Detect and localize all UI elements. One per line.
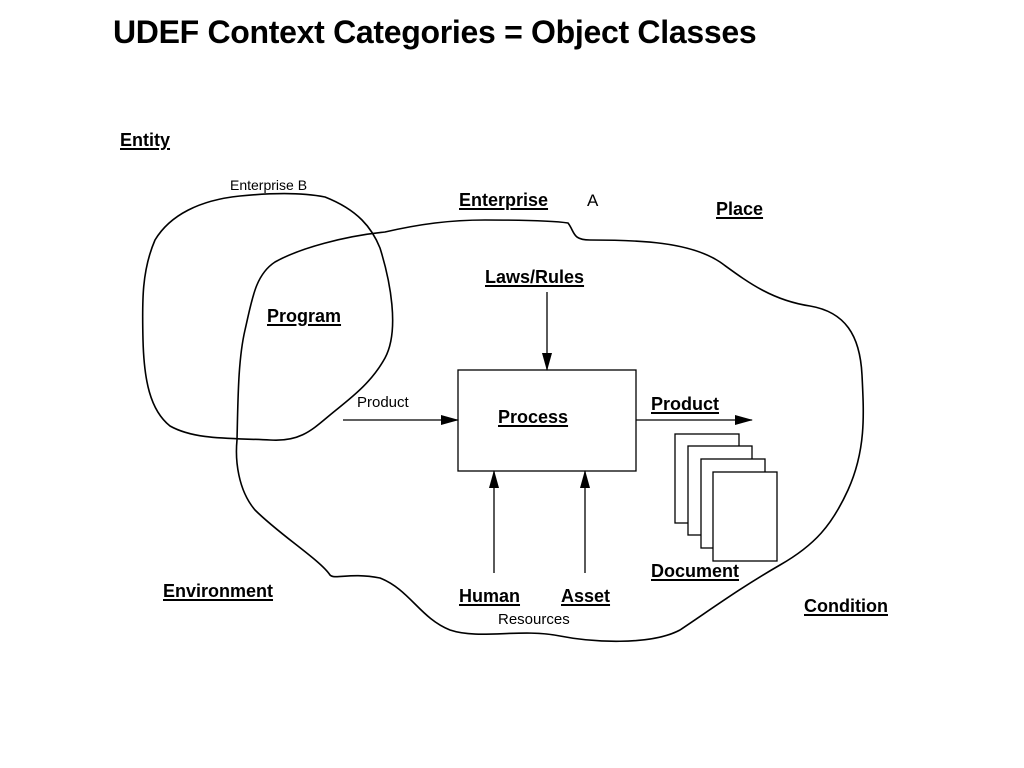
enterprise-b-label: Enterprise B	[230, 177, 308, 193]
place-label: Place	[716, 199, 764, 219]
program-label: Program	[267, 306, 342, 326]
document-stack-icon	[674, 433, 778, 562]
process-label: Process	[498, 407, 569, 427]
resources-label: Resources	[498, 611, 570, 628]
enterprise-label: Enterprise	[459, 190, 549, 210]
enterprise-a-suffix: A	[587, 191, 599, 210]
condition-label: Condition	[804, 596, 888, 616]
environment-label: Environment	[163, 581, 274, 601]
human-label: Human	[459, 586, 521, 606]
entity-label: Entity	[120, 130, 171, 150]
process-box	[457, 369, 637, 472]
product-output-label: Product	[651, 394, 720, 414]
asset-label: Asset	[561, 586, 611, 606]
product-input-label: Product	[357, 394, 409, 411]
enterprise-b-boundary	[141, 192, 394, 441]
enterprise-a-boundary	[235, 219, 865, 643]
document-label: Document	[651, 561, 740, 581]
laws-rules-label: Laws/Rules	[485, 267, 585, 287]
slide-title: UDEF Context Categories = Object Classes	[113, 14, 757, 50]
